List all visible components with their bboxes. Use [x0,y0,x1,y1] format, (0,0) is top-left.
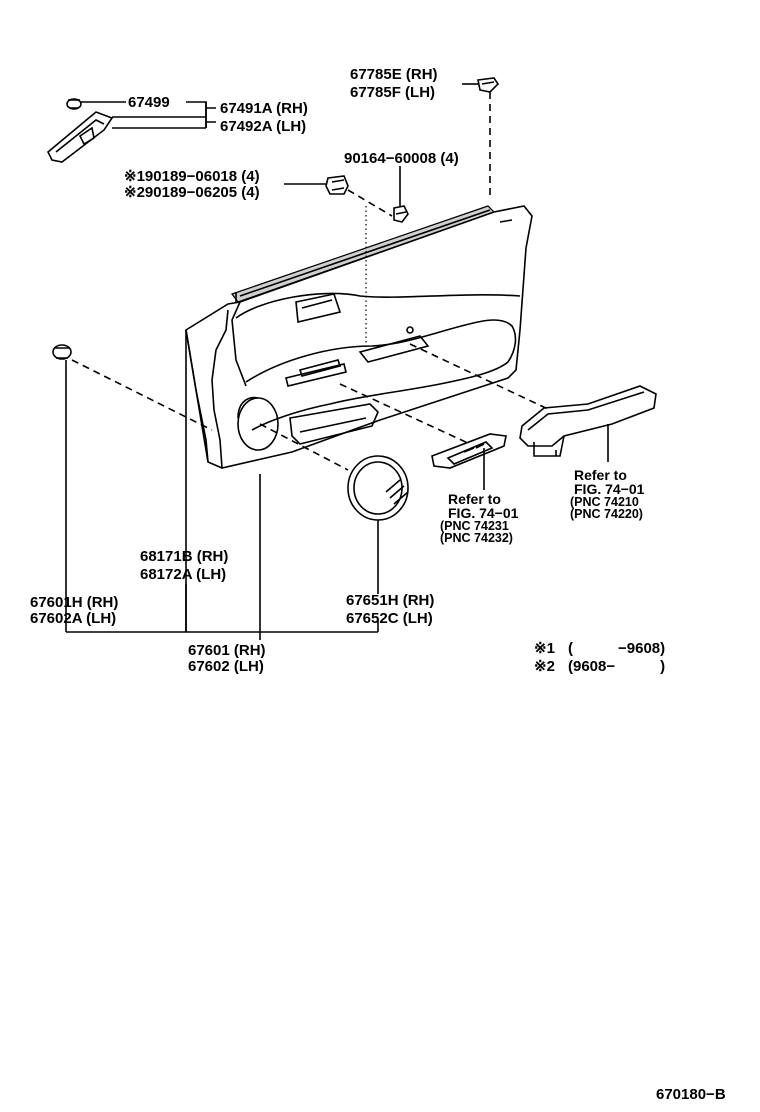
speaker-grille-icon [347,455,409,521]
part-number-67602: 67602 (LH) [188,658,264,675]
mirror-cover-icon [47,111,114,163]
armrest-refer-pnc2: (PNC 74220) [570,507,643,521]
part-number-67499: 67499 [128,94,170,111]
part-number-67491a: 67491A (RH) [220,100,308,117]
switch-refer-text: Refer to [448,491,501,507]
armrest-refer-text: Refer to [574,467,627,483]
part-number-67785f: 67785F (LH) [350,84,436,101]
window-switch-icon [431,433,507,469]
switch-refer-pnc1: (PNC 74231 [440,519,509,533]
door-trim-panel-icon [185,205,533,469]
part-number-67602a: 67602A (LH) [30,610,117,627]
armrest-icon [519,385,657,457]
clip-icon [325,175,349,195]
part-number-190189: ※190189−06018 (4) [124,168,260,185]
armrest-refer-fig: FIG. 74−01 [574,481,645,497]
screw-icon [393,205,409,223]
note-2-mark: ※2 [534,658,555,675]
weatherstrip-clip-icon [477,77,500,93]
note-1-range: ( −9608) [568,640,666,657]
part-number-67601: 67601 (RH) [188,642,266,659]
part-number-67601h: 67601H (RH) [30,594,119,611]
drawing-code: 670180−B [656,1086,726,1103]
part-number-68172a: 68172A (LH) [140,566,227,583]
part-number-90164: 90164−60008 (4) [344,150,459,167]
clip-icon [66,98,82,110]
armrest-refer-pnc1: (PNC 74210 [570,495,639,509]
note-1-mark: ※1 [534,640,555,657]
note-2-range: (9608− ) [568,658,666,675]
part-number-68171b: 68171B (RH) [140,548,229,565]
part-number-67785e: 67785E (RH) [350,66,438,83]
part-number-290189: ※290189−06205 (4) [124,184,260,201]
switch-refer-pnc2: (PNC 74232) [440,531,513,545]
part-number-67652c: 67652C (LH) [346,610,433,627]
part-number-67651h: 67651H (RH) [346,592,435,609]
part-number-67492a: 67492A (LH) [220,118,307,135]
clip-icon [52,344,72,360]
switch-refer-fig: FIG. 74−01 [448,505,519,521]
